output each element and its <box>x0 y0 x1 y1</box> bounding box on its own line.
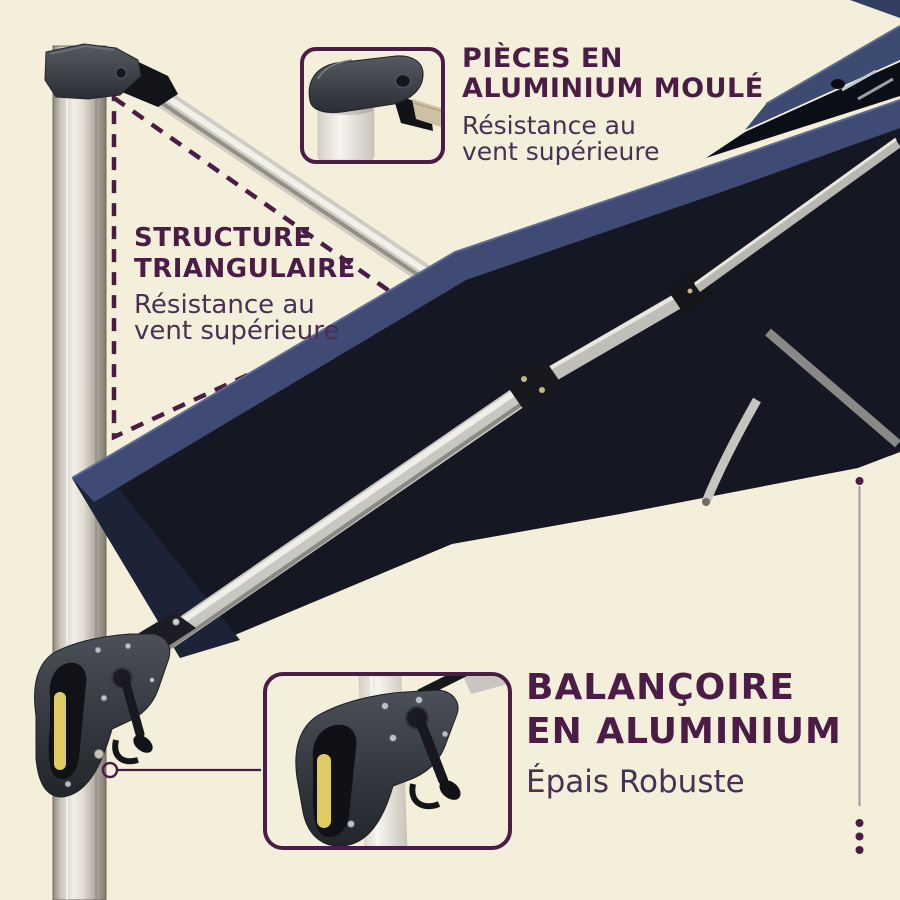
title-line-1: STRUCTURE <box>134 223 312 253</box>
ribs-and-arm <box>141 137 900 663</box>
title-line-1: PIÈCES EN <box>462 43 623 74</box>
title-line-2: ALUMINIUM MOULÉ <box>462 73 764 104</box>
subtitle-line-1: Épais Robuste <box>526 764 745 800</box>
crank-handle <box>121 679 145 739</box>
rib-tip <box>701 397 761 504</box>
callout-title: BALANÇOIRE EN ALUMINIUM <box>526 666 842 754</box>
subtitle-line-1: Résistance au <box>134 290 315 320</box>
pointer-ring <box>101 761 119 779</box>
callout-subtitle: Résistance au vent supérieure <box>462 113 764 165</box>
callout-triangle-structure: STRUCTURE TRIANGULAIRE Résistance au ven… <box>134 223 356 344</box>
callout-aluminum-parts: PIÈCES EN ALUMINIUM MOULÉ Résistance au … <box>462 44 764 165</box>
callout-subtitle: Résistance au vent supérieure <box>134 292 356 344</box>
ellipsis-dots <box>855 819 864 854</box>
crank-detail-photo <box>295 676 508 846</box>
canopy-top-band <box>72 100 900 502</box>
vent-tier <box>745 26 900 130</box>
corner-joint-detail-photo <box>308 55 441 160</box>
title-line-2: TRIANGULAIRE <box>134 254 356 284</box>
callout-title: STRUCTURE TRIANGULAIRE <box>134 223 356 285</box>
canopy <box>71 0 900 658</box>
subtitle-line-2: vent supérieure <box>462 137 660 166</box>
crank-handle-detail <box>417 721 448 785</box>
corner-joint <box>44 43 178 107</box>
subtitle-line-2: vent supérieure <box>134 316 340 346</box>
molded-cap <box>308 55 424 113</box>
rib-bracket <box>506 357 560 409</box>
title-line-1: BALANÇOIRE <box>526 667 795 708</box>
arm-stub <box>412 99 441 127</box>
crank-pointer-connector <box>101 761 261 779</box>
crank-housing <box>34 612 196 798</box>
joint-bolt <box>114 66 128 80</box>
cap-bolt <box>394 73 412 89</box>
callout-crank: BALANÇOIRE EN ALUMINIUM Épais Robuste <box>526 666 842 799</box>
title-line-2: EN ALUMINIUM <box>526 711 842 752</box>
canopy-pointer-line <box>855 477 864 806</box>
callout-subtitle: Épais Robuste <box>526 766 842 799</box>
callout-title: PIÈCES EN ALUMINIUM MOULÉ <box>462 44 764 104</box>
handle-grip-accent <box>317 754 331 828</box>
handle-grip-accent <box>54 692 66 770</box>
detail-inset-crank <box>263 672 512 850</box>
canopy-cap-corner <box>850 0 900 18</box>
detail-inset-corner-joint <box>300 47 445 164</box>
subtitle-line-1: Résistance au <box>462 111 636 140</box>
